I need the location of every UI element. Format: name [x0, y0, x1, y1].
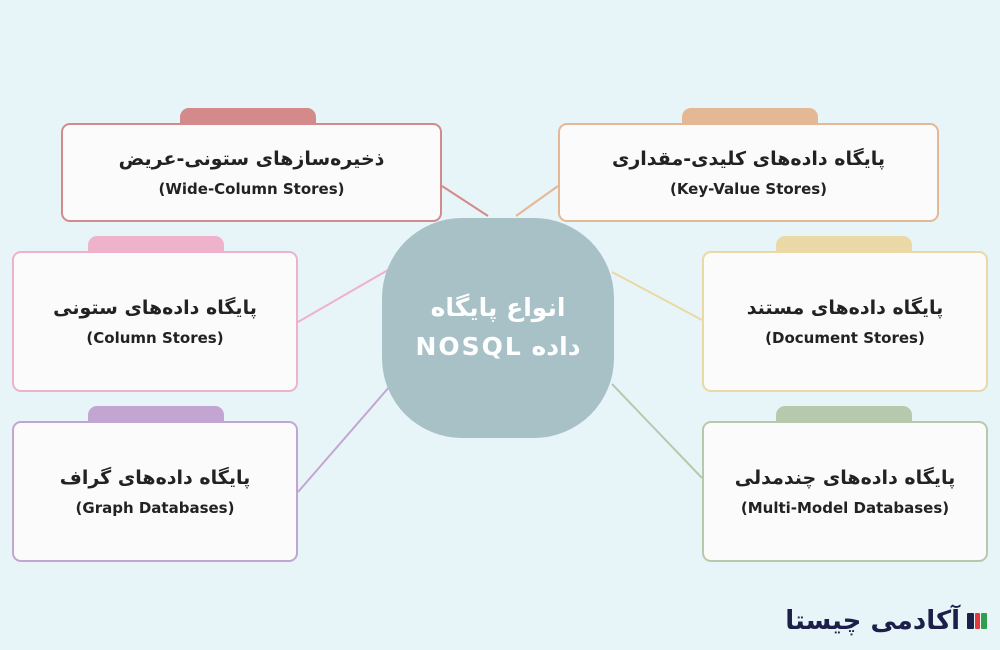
brand-mark-icon: [966, 610, 988, 632]
center-title-line2: داده NOSQL: [415, 332, 581, 361]
card-tab-key-value: [682, 108, 818, 126]
card-document: پایگاه داده‌های مستند (Document Stores): [702, 251, 988, 392]
connector-wide-column: [441, 185, 489, 217]
card-title-fa: پایگاه داده‌های چندمدلی: [734, 467, 956, 490]
connector-key-value: [515, 185, 559, 217]
card-column: پایگاه داده‌های ستونی (Column Stores): [12, 251, 298, 392]
card-title-fa: پایگاه داده‌های گراف: [59, 467, 251, 490]
card-title-fa: پایگاه داده‌های ستونی: [53, 297, 257, 320]
card-tab-graph: [88, 406, 224, 424]
brand-logo-text: آکادمی چیستا: [785, 606, 960, 636]
card-title-en: (Multi-Model Databases): [740, 498, 950, 517]
card-tab-multi-model: [776, 406, 912, 424]
card-tab-column: [88, 236, 224, 254]
card-title-en: (Column Stores): [86, 328, 224, 347]
connector-graph: [297, 385, 391, 493]
center-node: انواع پایگاه داده NOSQL: [382, 218, 614, 438]
card-title-en: (Document Stores): [765, 328, 925, 347]
center-title-line1: انواع پایگاه: [430, 293, 566, 323]
card-title-en: (Graph Databases): [75, 498, 235, 517]
card-title-fa: پایگاه داده‌های مستند: [746, 297, 944, 320]
card-title-fa: ذخیره‌سازهای ستونی-عریض: [118, 148, 385, 171]
card-title-fa: پایگاه داده‌های کلیدی-مقداری: [611, 148, 886, 171]
brand-logo: آکادمی چیستا: [785, 606, 988, 636]
card-tab-document: [776, 236, 912, 254]
card-multi-model: پایگاه داده‌های چندمدلی (Multi-Model Dat…: [702, 421, 988, 562]
card-wide-column: ذخیره‌سازهای ستونی-عریض (Wide-Column Sto…: [61, 123, 442, 222]
card-key-value: پایگاه داده‌های کلیدی-مقداری (Key-Value …: [558, 123, 939, 222]
connector-document: [611, 271, 703, 321]
connector-column: [297, 269, 389, 323]
card-graph: پایگاه داده‌های گراف (Graph Databases): [12, 421, 298, 562]
card-title-en: (Key-Value Stores): [669, 179, 828, 198]
card-tab-wide-column: [180, 108, 316, 126]
connector-multi-model: [611, 383, 703, 479]
card-title-en: (Wide-Column Stores): [158, 179, 345, 198]
